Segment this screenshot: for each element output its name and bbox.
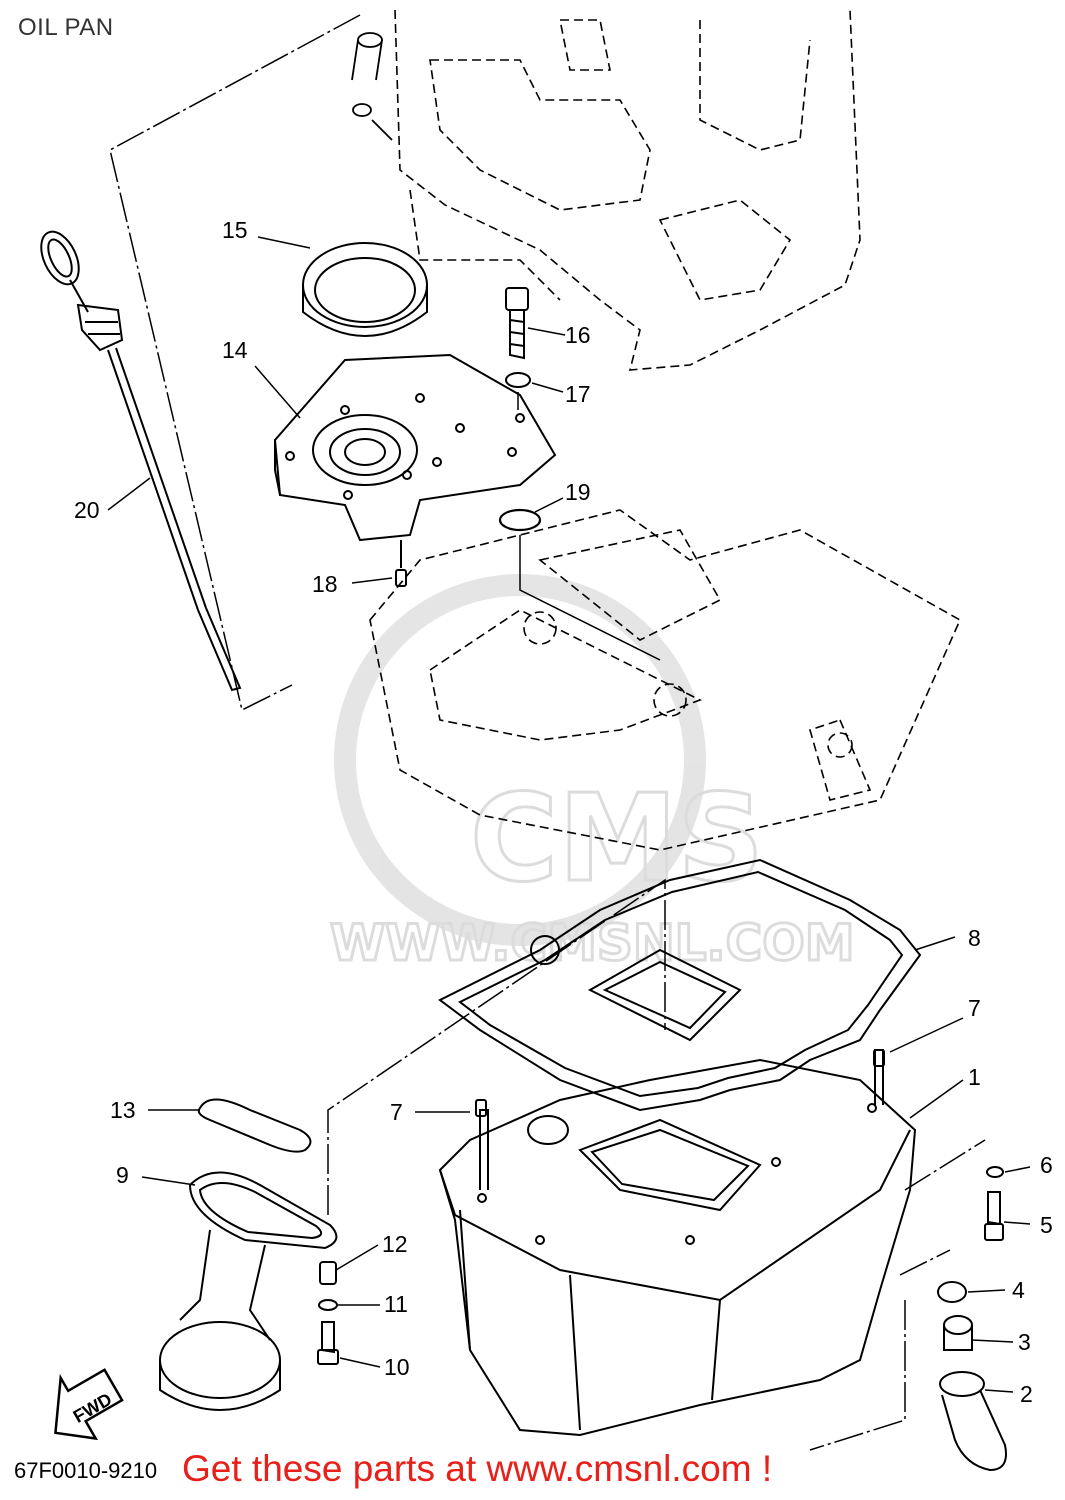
callout-7a: 7: [968, 995, 981, 1021]
callout-3: 3: [1018, 1329, 1031, 1355]
part-17-washer: [505, 372, 531, 388]
watermark-logo: CMS: [470, 770, 764, 909]
callout-4: 4: [1012, 1277, 1025, 1303]
part-9-oil-strainer: [159, 1171, 338, 1411]
callout-7b: 7: [390, 1099, 403, 1125]
callout-9: 9: [116, 1162, 129, 1188]
callout-1: 1: [968, 1064, 981, 1090]
part-19-o-ring: [498, 508, 542, 532]
part-16-bolt: [505, 287, 529, 360]
callout-8: 8: [968, 925, 981, 951]
promo-banner-link[interactable]: Get these parts at www.cmsnl.com !: [182, 1448, 773, 1489]
callout-12: 12: [382, 1231, 408, 1257]
callout-leaders: [107, 236, 1031, 1393]
engine-block: [394, 9, 861, 371]
part-12-collar: [319, 1261, 337, 1285]
part-11-washer: [318, 1299, 338, 1311]
part-1-oil-pan: [438, 1049, 917, 1437]
engine-fittings: [351, 32, 393, 141]
part-15-oil-seal: [302, 242, 428, 337]
page-title: OIL PAN: [18, 14, 114, 41]
callout-17: 17: [565, 381, 591, 407]
callout-2: 2: [1020, 1381, 1033, 1407]
part-18-dowel: [395, 540, 407, 587]
part-20-dipstick: [40, 230, 242, 692]
leader-drain-group: [809, 1139, 986, 1451]
callout-20: 20: [74, 497, 100, 523]
callout-13: 13: [110, 1097, 136, 1123]
leader-19: [519, 535, 661, 661]
diagram-code: 67F0010-9210: [14, 1458, 158, 1483]
leader-strainer: [327, 878, 666, 1215]
callout-6: 6: [1040, 1152, 1053, 1178]
part-7a-dowel: [873, 1049, 885, 1067]
watermark: CMS WWW.CMSNL.COM: [329, 574, 856, 974]
watermark-url: WWW.CMSNL.COM: [330, 914, 855, 972]
part-10-bolt: [317, 1321, 339, 1365]
callout-16: 16: [565, 322, 591, 348]
part-14-oil-pump: [273, 353, 557, 542]
part-6-gasket: [986, 1166, 1004, 1178]
callout-18: 18: [312, 571, 338, 597]
callout-15: 15: [222, 217, 248, 243]
part-2-drain-hose: [939, 1371, 1007, 1472]
callout-19: 19: [565, 479, 591, 505]
part-3-drain-plug: [943, 1315, 973, 1351]
leader-dipstick-top: [109, 14, 361, 712]
callouts: 15 14 16 17 19 20 18 8 7 1 7 13 6 9 5 12…: [74, 217, 1053, 1407]
part-4-gasket: [937, 1281, 967, 1303]
callout-5: 5: [1040, 1212, 1053, 1238]
callout-11: 11: [384, 1291, 408, 1317]
part-7b-dowel: [475, 1099, 487, 1117]
callout-10: 10: [384, 1354, 410, 1380]
callout-14: 14: [222, 337, 248, 363]
part-5-bolt: [984, 1191, 1004, 1241]
exhaust-guide-casing: [369, 509, 962, 851]
fwd-arrow: FWD: [54, 1368, 124, 1441]
part-13-seal-ring: [197, 1098, 312, 1153]
